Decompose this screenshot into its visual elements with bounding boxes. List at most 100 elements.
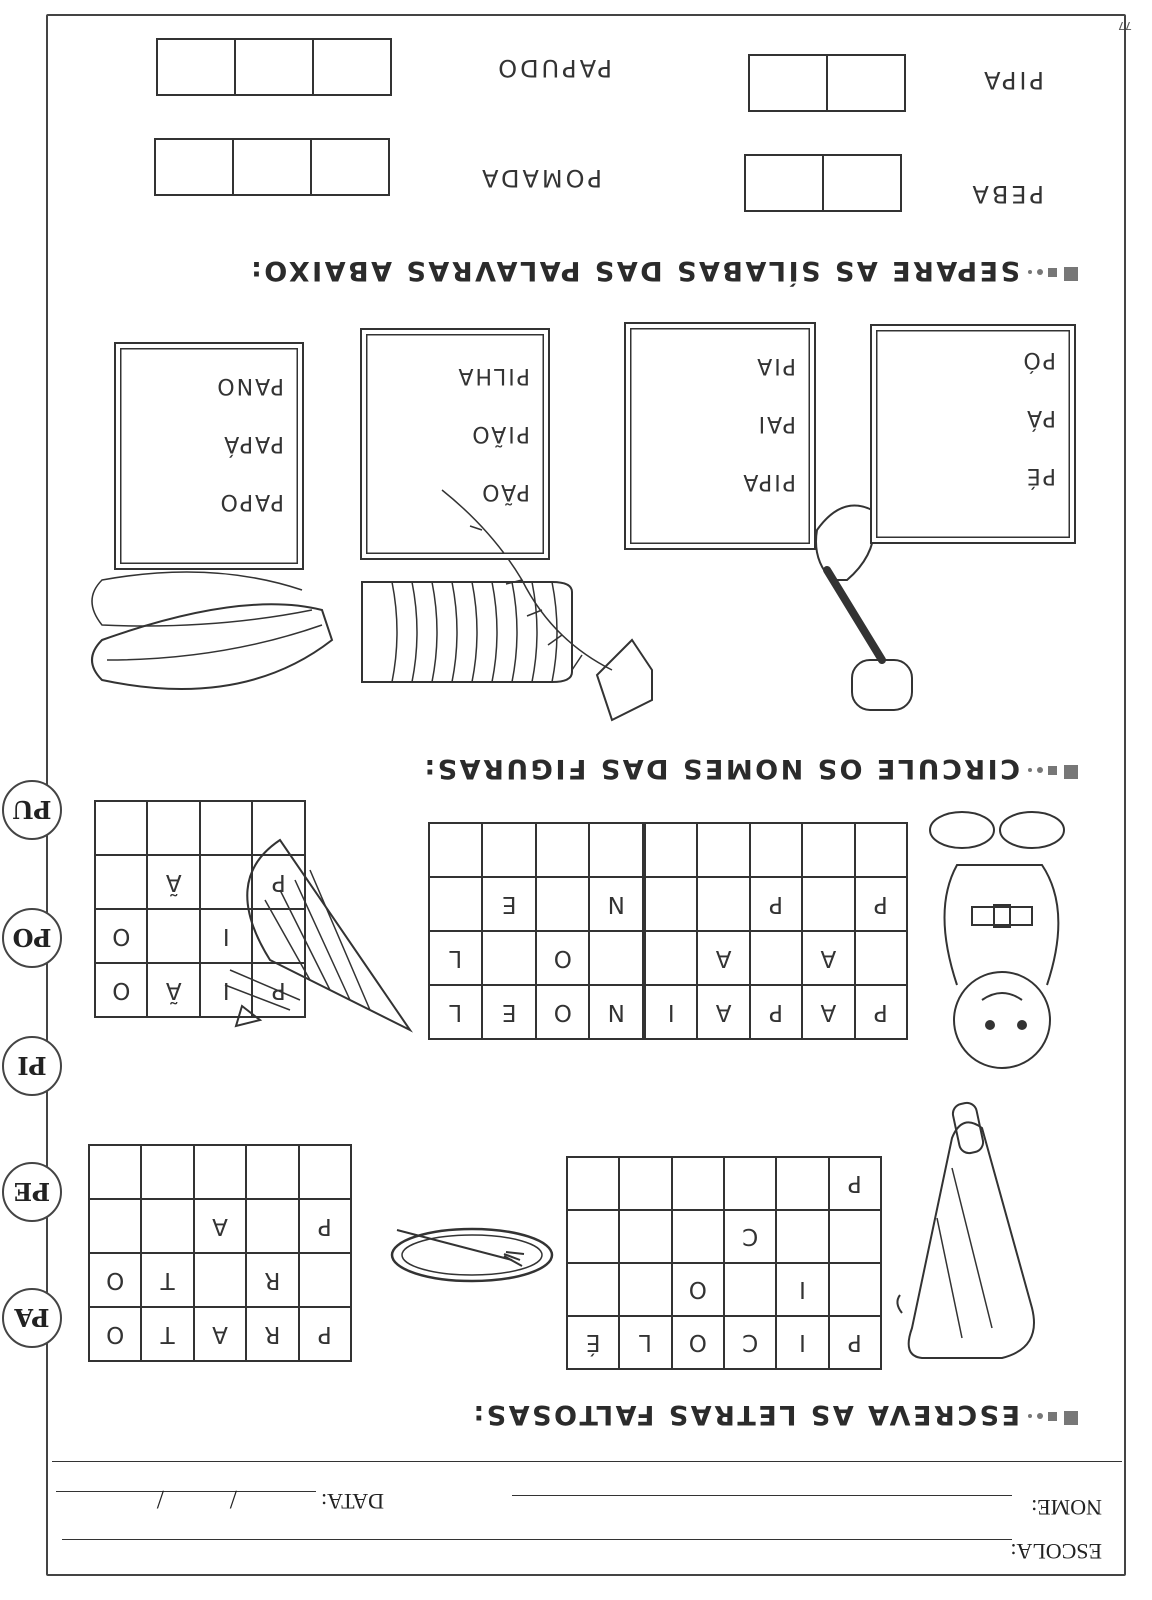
grid-cell: T — [141, 1307, 194, 1361]
grid-cell[interactable] — [298, 1253, 351, 1307]
word-option[interactable]: PAI — [756, 411, 796, 436]
popsicle-icon — [896, 1101, 1035, 1359]
grid-cell[interactable] — [776, 1157, 829, 1210]
word-papudo: PAPUDO — [495, 54, 612, 82]
grid-cell[interactable] — [89, 1145, 142, 1199]
grid-cell: Ã — [147, 963, 200, 1017]
word-box-3: PÃO PIÃO PILHA — [360, 328, 550, 560]
word-option[interactable]: PIA — [755, 353, 796, 378]
grid-cell[interactable] — [246, 1145, 299, 1199]
grid-cell: O — [89, 1307, 142, 1361]
word-box-1: PÉ PÁ PÓ — [870, 324, 1076, 544]
bread-icon — [361, 581, 573, 683]
word-option[interactable]: PIPA — [741, 469, 796, 494]
word-option[interactable]: PÉ — [1024, 463, 1056, 488]
grid-cell: O — [95, 909, 148, 963]
section-1-title: ESCREVA AS LETRAS FALTOSAS: — [470, 1399, 1020, 1430]
pipa-syllable-boxes[interactable] — [748, 54, 906, 112]
grid-cell[interactable] — [776, 1210, 829, 1263]
grid-cell: C — [724, 1316, 777, 1369]
grid-cell[interactable] — [645, 877, 698, 931]
grid-cell[interactable] — [141, 1199, 194, 1253]
grid-cell[interactable] — [671, 1210, 725, 1263]
grid-cell: A — [193, 1307, 247, 1361]
grid-cell: E — [482, 877, 536, 931]
word-pipa: PIPA — [981, 66, 1044, 94]
grid-cell[interactable] — [193, 1145, 247, 1199]
syllable-po: PO — [2, 908, 62, 968]
grid-cell[interactable] — [724, 1157, 777, 1210]
grid-cell[interactable] — [147, 909, 200, 963]
grid-cell[interactable] — [749, 931, 803, 985]
word-option[interactable]: PÓ — [1021, 347, 1056, 372]
grid-cell[interactable] — [429, 877, 483, 931]
pomada-syllable-boxes[interactable] — [154, 138, 390, 196]
grid-cell[interactable] — [429, 823, 483, 877]
grid-cell[interactable] — [567, 1263, 620, 1316]
grid-cell[interactable] — [95, 855, 148, 909]
kite-icon — [441, 489, 653, 722]
grid-cell[interactable] — [482, 931, 536, 985]
page-number: 77 — [1118, 19, 1132, 32]
escola-label: ESCOLA: — [1010, 1539, 1102, 1564]
grid-cell[interactable] — [246, 1199, 299, 1253]
word-option[interactable]: PÁ — [1025, 405, 1056, 430]
syllable-pu: PU — [2, 780, 62, 840]
nome-line[interactable] — [512, 1495, 1012, 1518]
grid-cell[interactable] — [482, 823, 536, 877]
word-option[interactable]: PILHA — [456, 363, 530, 388]
word-peba: PEBA — [969, 180, 1044, 208]
word-option[interactable]: PAPO — [218, 489, 285, 514]
grid-cell: A — [802, 985, 855, 1039]
grid-cell[interactable] — [536, 877, 590, 931]
grid-cell[interactable] — [619, 1263, 672, 1316]
peba-syllable-boxes[interactable] — [744, 154, 902, 212]
grid-cell[interactable] — [802, 823, 855, 877]
grid-cell[interactable] — [193, 1253, 247, 1307]
grid-cell[interactable] — [697, 823, 750, 877]
escola-line[interactable] — [62, 1539, 1012, 1564]
papudo-syllable-boxes[interactable] — [156, 38, 392, 96]
syllable-pa: PA — [2, 1288, 62, 1348]
grid-cell[interactable] — [298, 1145, 351, 1199]
grid-cell[interactable] — [589, 931, 643, 985]
grid-cell[interactable] — [854, 823, 907, 877]
word-option[interactable]: PÃO — [480, 479, 530, 504]
grid-cell[interactable] — [147, 801, 200, 855]
grid-cell[interactable] — [589, 823, 643, 877]
grid-cell[interactable] — [95, 801, 148, 855]
grid-cell[interactable] — [802, 877, 855, 931]
grid-cell[interactable] — [536, 823, 590, 877]
grid-cell: O — [89, 1253, 142, 1307]
grid-cell[interactable] — [854, 931, 907, 985]
grid-cell[interactable] — [724, 1263, 777, 1316]
bullet-icon — [1028, 1411, 1078, 1425]
grid-cell: A — [802, 931, 855, 985]
word-option[interactable]: PAPÁ — [222, 431, 284, 456]
spinning-top-icon — [224, 838, 414, 1033]
bullet-icon — [1028, 267, 1078, 281]
grid-cell[interactable] — [697, 877, 750, 931]
word-pomada: POMADA — [479, 164, 602, 192]
grid-cell: I — [776, 1316, 829, 1369]
word-option[interactable]: PIÃO — [470, 421, 530, 446]
grid-cell[interactable] — [619, 1210, 672, 1263]
grid-cell: I — [645, 985, 698, 1039]
data-line[interactable] — [56, 1491, 316, 1512]
grid-cell[interactable] — [141, 1145, 194, 1199]
grid-cell[interactable] — [619, 1157, 672, 1210]
section-3-title: SEPARE AS SÍLABAS DAS PALAVRAS ABAIXO: — [248, 255, 1020, 286]
grid-cell[interactable] — [749, 823, 803, 877]
grid-cell: L — [619, 1316, 672, 1369]
grid-cell[interactable] — [567, 1210, 620, 1263]
grid-cell[interactable] — [645, 823, 698, 877]
grid-cell[interactable] — [89, 1199, 142, 1253]
grid-cell: N — [589, 985, 643, 1039]
grid-cell[interactable] — [671, 1157, 725, 1210]
grid-cell: O — [536, 985, 590, 1039]
data-label: DATA: — [320, 1489, 384, 1514]
word-option[interactable]: PANO — [215, 373, 284, 398]
grid-cell[interactable] — [567, 1157, 620, 1210]
grid-cell[interactable] — [645, 931, 698, 985]
